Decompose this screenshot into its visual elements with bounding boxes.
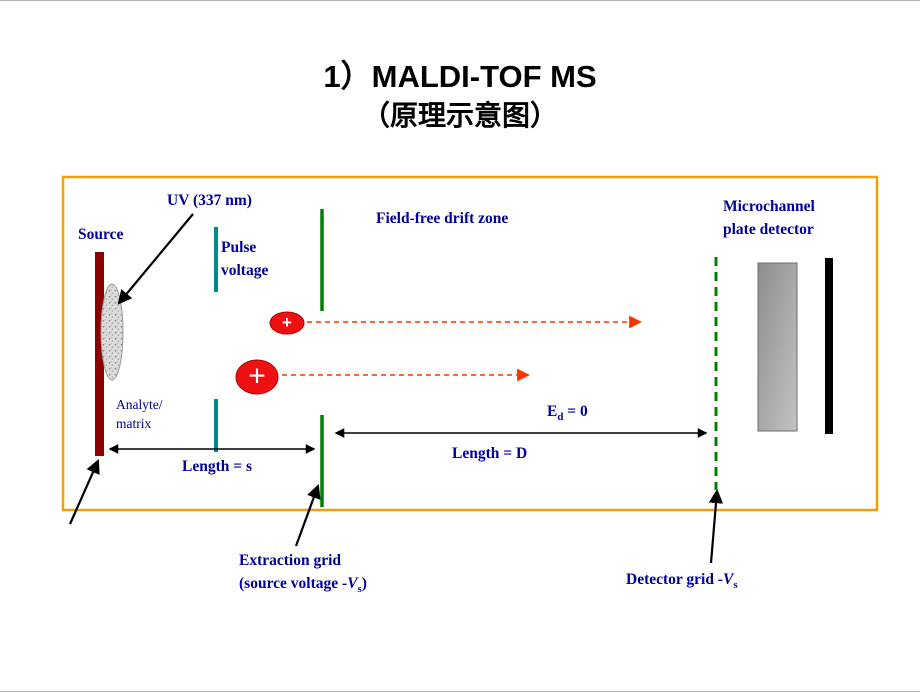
matrix-spot xyxy=(100,283,124,381)
ion-plus-small: + xyxy=(282,313,292,333)
ion-small xyxy=(269,311,305,335)
extraction-voltage-suffix: ) xyxy=(361,575,367,592)
uv-label: UV (337 nm) xyxy=(167,192,252,209)
extraction-label-line1: Extraction grid xyxy=(239,552,342,569)
drift-zone-label: Field-free drift zone xyxy=(376,210,509,227)
source-callout-arrow xyxy=(68,459,100,525)
extraction-voltage-prefix: (source voltage - xyxy=(239,575,348,592)
extraction-callout-arrow xyxy=(294,483,321,547)
extraction-voltage-subscript: s xyxy=(357,583,362,596)
mcp-label-line2: plate detector xyxy=(723,221,814,238)
detector-voltage-subscript: s xyxy=(733,579,738,592)
title-block: 1）MALDI-TOF MS （原理示意图） xyxy=(0,57,920,137)
instrument-box xyxy=(61,175,879,512)
slide-subtitle: （原理示意图） xyxy=(361,101,558,132)
analyte-label-line1: Analyte/ xyxy=(116,397,163,412)
uv-laser-arrow xyxy=(117,213,194,305)
analyte-label-line2: matrix xyxy=(116,416,152,431)
extraction-voltage-symbol: V xyxy=(347,575,358,592)
source-label: Source xyxy=(78,226,124,243)
microchannel-plate xyxy=(757,262,798,432)
detector-back-plate xyxy=(825,258,833,434)
mcp-label-line1: Microchannel xyxy=(723,198,815,215)
extraction-grid-label: Extraction grid (source voltage -Vs) xyxy=(239,549,367,601)
detector-grid-label: Detector grid -Vs xyxy=(626,568,738,597)
pulse-voltage-line2: voltage xyxy=(221,262,269,279)
length-d-label: Length = D xyxy=(452,445,528,462)
detector-label-prefix: Detector grid - xyxy=(626,571,723,588)
mcp-detector-label: Microchannel plate detector xyxy=(723,195,815,241)
pulse-voltage-label: Pulse voltage xyxy=(221,236,268,282)
ed-value: = 0 xyxy=(563,403,588,420)
extraction-label-line2: (source voltage -Vs) xyxy=(239,572,367,601)
ed-symbol: E xyxy=(547,403,558,420)
ed-label: Ed = 0 xyxy=(547,400,588,429)
detector-voltage-symbol: V xyxy=(722,571,734,588)
analyte-matrix-label: Analyte/ matrix xyxy=(116,395,163,433)
pulse-voltage-line1: Pulse xyxy=(221,239,257,256)
detector-callout-arrow xyxy=(708,488,724,564)
ion-plus-large: + xyxy=(248,359,266,393)
source-plate xyxy=(95,252,104,456)
length-s-label: Length = s xyxy=(182,458,252,475)
ion-large xyxy=(235,359,279,395)
ed-subscript: d xyxy=(557,411,564,424)
slide-title: 1）MALDI-TOF MS xyxy=(323,59,597,94)
